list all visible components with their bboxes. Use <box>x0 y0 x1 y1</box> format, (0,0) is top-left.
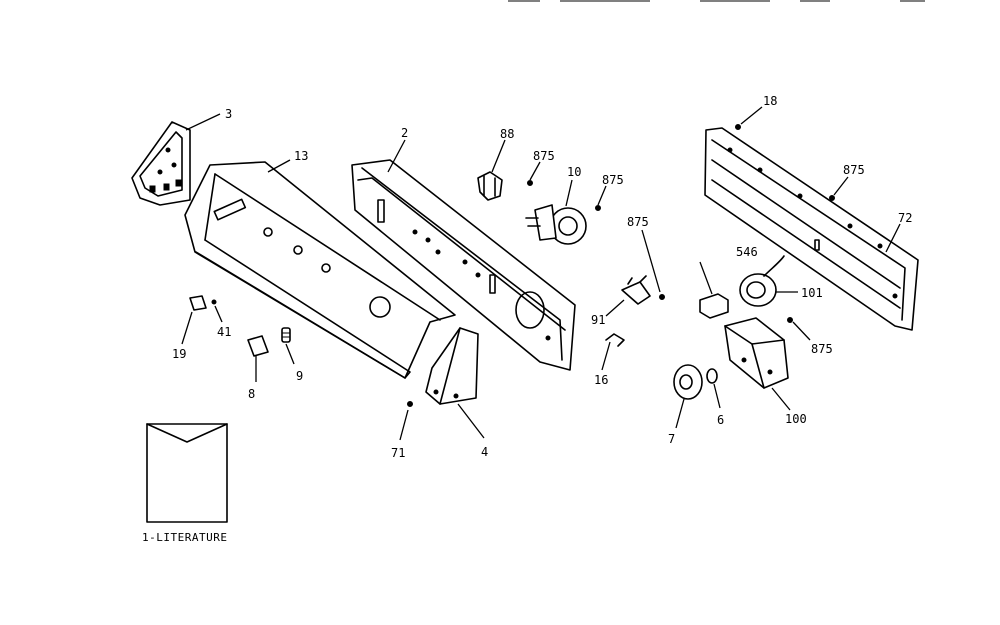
part-71-screw <box>407 401 413 407</box>
screw-875-a <box>527 180 533 186</box>
label-546: 546 <box>736 245 758 259</box>
leader-41 <box>214 305 223 323</box>
label-4: 4 <box>481 445 488 459</box>
label-88: 88 <box>500 127 514 141</box>
part-100-timer <box>724 317 789 389</box>
label-100: 100 <box>785 412 807 426</box>
part-101-motor <box>739 255 785 307</box>
part-19-knob <box>189 295 207 311</box>
label-875-c: 875 <box>627 215 649 229</box>
leader-875-b <box>597 185 607 206</box>
label-875-d: 875 <box>843 163 865 177</box>
label-8: 8 <box>248 387 255 401</box>
relay-block <box>699 261 729 319</box>
screw-875-c <box>659 294 665 300</box>
part-8-knob <box>247 335 269 357</box>
leader-875-c <box>641 229 661 293</box>
leader-19 <box>181 311 193 345</box>
leader-875-a <box>529 161 541 181</box>
part-9-spring <box>281 327 291 343</box>
leader-18 <box>740 106 763 125</box>
screw-18 <box>735 124 741 130</box>
label-71: 71 <box>391 446 405 460</box>
label-19: 19 <box>172 347 186 361</box>
leader-88 <box>491 139 506 173</box>
part-41-clip <box>211 299 217 305</box>
leader-16 <box>601 341 611 371</box>
part-91-terminal <box>621 275 651 305</box>
leader-9 <box>285 343 295 365</box>
part-3-left-end-cap <box>131 121 191 206</box>
leader-10 <box>565 179 573 207</box>
part-72-rear-panel <box>704 127 919 331</box>
part-6-nut <box>706 368 718 384</box>
leader-875-e <box>792 321 811 341</box>
label-875-e: 875 <box>811 342 833 356</box>
literature-envelope <box>146 423 228 523</box>
label-41: 41 <box>217 325 231 339</box>
screw-875-b <box>595 205 601 211</box>
leader-72 <box>885 223 901 253</box>
leader-2 <box>387 139 406 173</box>
part-4-right-end-cap <box>425 327 479 405</box>
label-13: 13 <box>294 149 308 163</box>
leader-3 <box>185 113 221 131</box>
screw-875-e <box>787 317 793 323</box>
leader-100 <box>771 387 791 411</box>
label-18: 18 <box>763 94 777 108</box>
label-9: 9 <box>296 369 303 383</box>
part-13-control-panel <box>184 161 456 379</box>
leader-4 <box>457 403 485 439</box>
label-3: 3 <box>225 107 232 121</box>
label-6: 6 <box>717 413 724 427</box>
screw-875-d <box>829 195 835 201</box>
label-2: 2 <box>401 126 408 140</box>
part-2-mounting-bracket <box>351 159 576 371</box>
label-91: 91 <box>591 313 605 327</box>
label-7: 7 <box>668 432 675 446</box>
part-7-knob <box>673 364 703 400</box>
label-16: 16 <box>594 373 608 387</box>
part-10-switch <box>525 204 587 245</box>
label-875-a: 875 <box>533 149 555 163</box>
label-101: 101 <box>801 286 823 300</box>
literature-caption: 1-LITERATURE <box>142 531 227 544</box>
leader-875-d <box>833 176 849 196</box>
label-72: 72 <box>898 211 912 225</box>
leader-13 <box>267 159 291 173</box>
part-88-clip <box>477 171 503 201</box>
leader-71 <box>399 409 409 441</box>
leader-7 <box>675 398 685 429</box>
leader-6 <box>713 383 721 409</box>
leader-91 <box>605 299 625 317</box>
part-16-clip <box>605 333 625 347</box>
label-875-b: 875 <box>602 173 624 187</box>
label-10: 10 <box>567 165 581 179</box>
